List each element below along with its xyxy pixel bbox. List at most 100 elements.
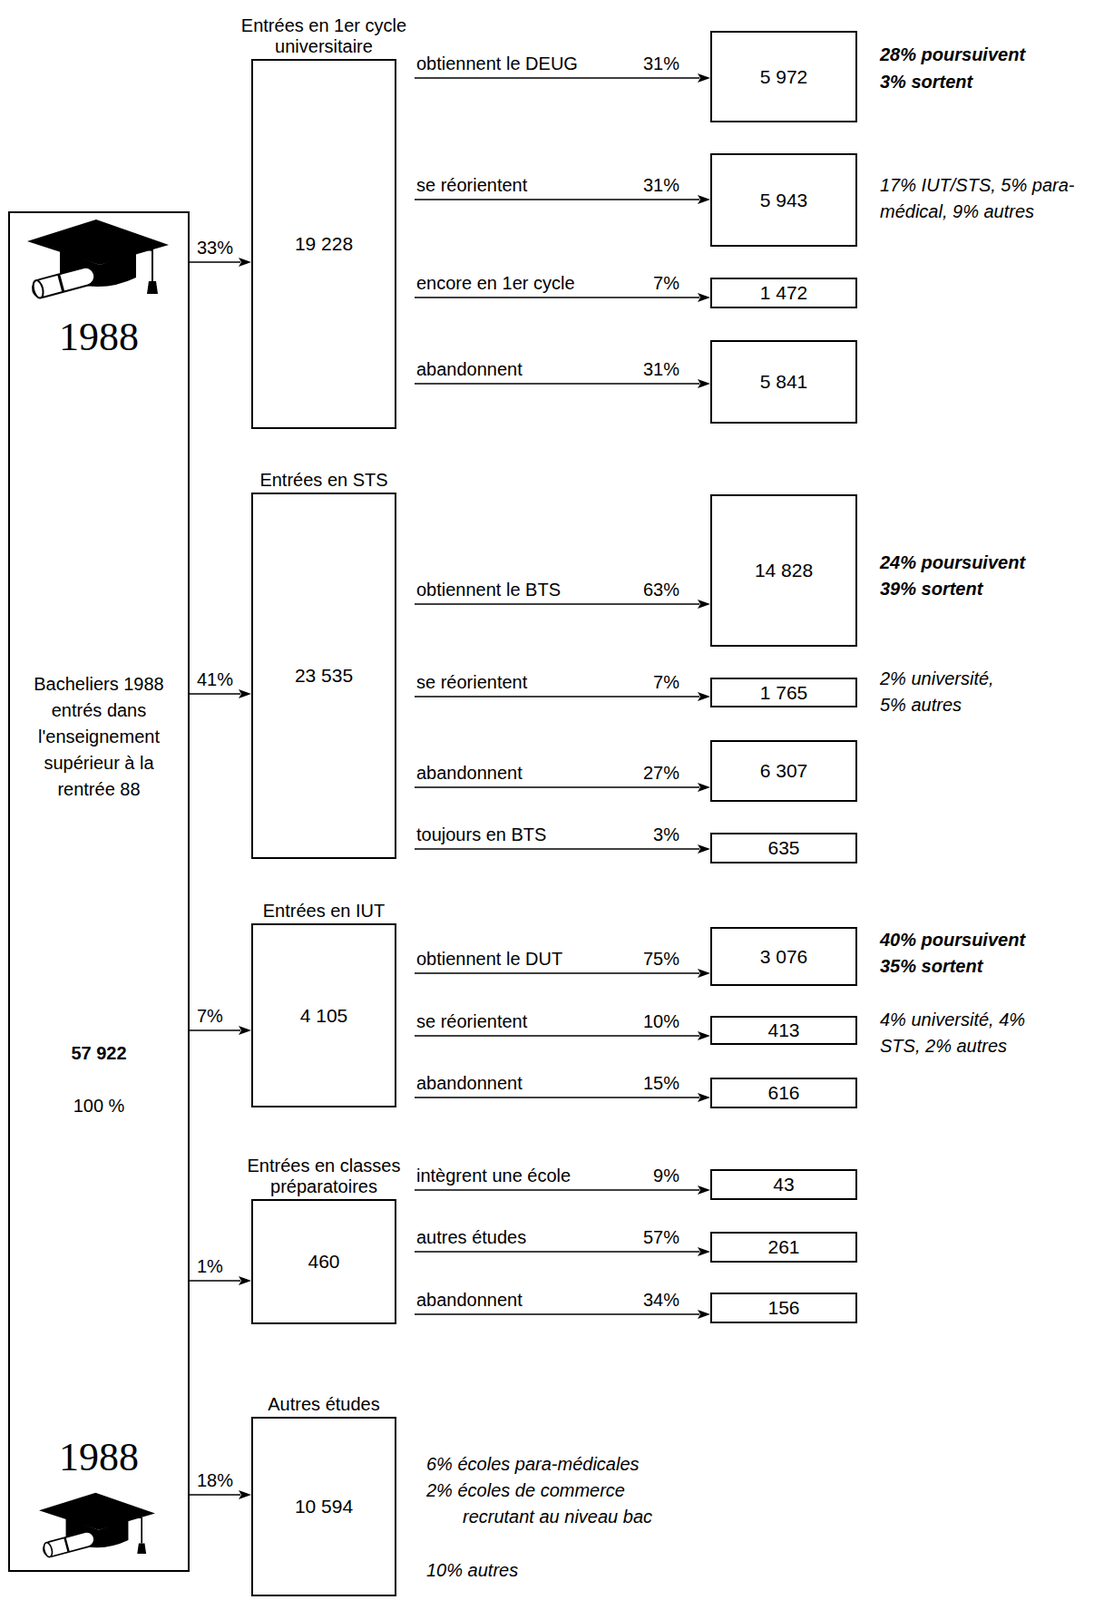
percent-label: 27%	[643, 762, 680, 784]
outcome-note: 24% poursuivent	[879, 549, 1026, 577]
detail-note: 10% autres	[426, 1557, 699, 1584]
outcome-note: 39% sortent	[879, 576, 983, 603]
graduation-cap-icon	[29, 1491, 166, 1566]
count-number: 19 228	[294, 233, 353, 255]
detail-note: 2% université, 5% autres	[879, 665, 1017, 719]
percent-label: 31%	[643, 358, 680, 381]
flow-arrow	[414, 293, 711, 303]
arrow-label: se réorientent	[416, 174, 528, 196]
percent-label: 7%	[653, 272, 680, 294]
flow-arrow	[414, 379, 711, 389]
count-number: 1 765	[760, 682, 809, 704]
flow-arrow	[414, 1093, 711, 1103]
count-box: 261	[710, 1231, 858, 1263]
count-number: 413	[767, 1019, 800, 1042]
flow-arrow	[189, 1025, 252, 1036]
count-number: 261	[767, 1236, 800, 1259]
outcome-note: 28% poursuivent	[879, 41, 1026, 69]
year-text: 1988	[9, 315, 188, 360]
arrow-label: toujours en BTS	[416, 823, 547, 846]
count-box: 5 972	[710, 30, 858, 123]
count-box: 3 076	[710, 927, 858, 987]
arrow-label: encore en 1er cycle	[416, 272, 576, 294]
count-number: 4 105	[300, 1005, 349, 1027]
percent-label: 31%	[643, 174, 680, 196]
flow-arrow	[189, 1276, 252, 1286]
arrow-label: se réorientent	[416, 1010, 528, 1033]
flow-arrow	[414, 782, 711, 792]
detail-note: 17% IUT/STS, 5% para-médical, 9% autres	[879, 172, 1098, 225]
arrow-label: obtiennent le BTS	[416, 578, 561, 601]
description-text: Bacheliers 1988 entrés dans l'enseigneme…	[30, 671, 167, 803]
outcome-note: 3% sortent	[879, 68, 973, 96]
arrow-label: abandonnent	[416, 358, 523, 381]
arrow-label: 18%	[196, 1469, 234, 1492]
percent-label: 3%	[653, 823, 680, 846]
box-heading: Autres études	[233, 1394, 415, 1416]
arrow-label: intègrent une école	[416, 1164, 571, 1187]
flow-arrow	[189, 1490, 252, 1500]
percent-label: 15%	[643, 1072, 680, 1095]
count-box: 616	[710, 1077, 858, 1109]
count-box: 1 765	[710, 677, 858, 708]
arrow-label: 7%	[196, 1005, 224, 1027]
count-box: 14 828	[710, 494, 858, 647]
arrow-label: obtiennent le DUT	[416, 947, 563, 970]
count-box: 156	[710, 1292, 858, 1324]
percent-text: 100 %	[9, 1094, 188, 1117]
percent-label: 57%	[643, 1226, 680, 1249]
outcome-note: 35% sortent	[879, 953, 983, 980]
arrow-label: obtiennent le DEUG	[416, 52, 578, 75]
count-box: 6 307	[710, 740, 858, 802]
flow-arrow	[414, 844, 711, 854]
flow-arrow	[414, 968, 711, 978]
percent-label: 75%	[643, 947, 680, 970]
count-number: 5 972	[760, 66, 809, 88]
flow-arrow	[414, 1247, 711, 1257]
count-number: 156	[767, 1297, 800, 1319]
count-number: 43	[772, 1173, 794, 1196]
category-box: Entrées en STS23 535	[251, 492, 397, 860]
count-number: 14 828	[754, 559, 813, 582]
percent-label: 63%	[643, 578, 680, 601]
count-number: 10 594	[294, 1495, 353, 1518]
detail-note: 6% écoles para-médicales	[426, 1451, 699, 1478]
flow-arrow	[414, 1185, 711, 1195]
category-box: Entrées en 1er cycle universitaire19 228	[251, 58, 397, 430]
count-box: 1 472	[710, 277, 858, 309]
count-box: 5 943	[710, 153, 858, 247]
flow-arrow	[414, 73, 711, 83]
category-box: Entrées en IUT4 105	[251, 923, 397, 1108]
percent-label: 31%	[643, 52, 680, 75]
percent-label: 34%	[643, 1289, 680, 1311]
year-text: 1988	[9, 1436, 188, 1480]
flow-arrow	[414, 692, 711, 702]
box-heading: Entrées en STS	[233, 469, 415, 491]
flow-arrow	[414, 1031, 711, 1041]
count-number: 5 841	[760, 371, 809, 393]
count-box: 635	[710, 832, 858, 864]
category-box: Autres études10 594	[251, 1416, 397, 1597]
flow-arrow	[189, 257, 252, 267]
detail-note: 2% écoles de commerce recrutant au nivea…	[426, 1477, 681, 1531]
total-number: 57 922	[9, 1042, 188, 1065]
detail-note: 4% université, 4% STS, 2% autres	[879, 1006, 1062, 1060]
outcome-note: 40% poursuivent	[879, 927, 1026, 954]
flow-arrow	[414, 195, 711, 205]
arrow-label: abandonnent	[416, 1072, 523, 1095]
percent-label: 9%	[653, 1164, 680, 1187]
arrow-label: 1%	[196, 1255, 224, 1278]
percent-label: 7%	[653, 671, 680, 694]
graduation-cap-icon	[25, 217, 171, 309]
arrow-label: 33%	[196, 236, 234, 259]
count-number: 1 472	[760, 282, 809, 304]
count-box: 413	[710, 1016, 858, 1046]
percent-label: 10%	[643, 1010, 680, 1033]
arrow-label: abandonnent	[416, 1289, 523, 1311]
count-number: 5 943	[760, 189, 809, 212]
category-box: Entrées en classes préparatoires460	[251, 1199, 397, 1325]
box-heading: Entrées en 1er cycle universitaire	[233, 15, 415, 58]
bacheliers-box: 1988Bacheliers 1988 entrés dans l'enseig…	[8, 211, 190, 1573]
arrow-label: se réorientent	[416, 671, 528, 694]
